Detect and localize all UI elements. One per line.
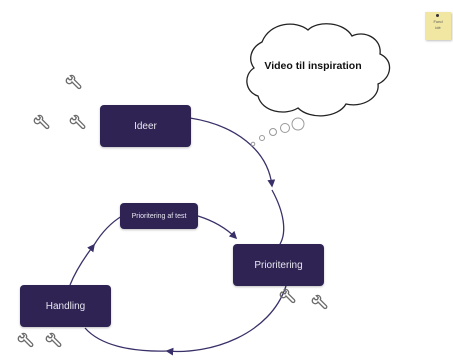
wrench-icon [65, 74, 82, 90]
sticky-note-text: Fund idé [433, 19, 443, 30]
thought-bubble-icon [291, 117, 305, 131]
wrench-icon [17, 332, 34, 348]
arrow-prioritization-to-action [165, 285, 287, 356]
arrow-pilot-to-prioritization [197, 215, 238, 240]
arrow-ring-bottom-left [84, 327, 168, 352]
node-ideas-label: Ideer [134, 120, 157, 132]
node-prioritization-label: Prioritering [254, 259, 303, 271]
node-pilot: Prioritering af test [120, 203, 198, 229]
sticky-note-icon: Fund idé [425, 12, 451, 40]
arrow-ring-top-left [93, 215, 123, 246]
thought-cloud-shape [246, 23, 391, 117]
wrench-icon [311, 294, 328, 310]
thought-cloud-label: Video til inspiration [264, 60, 362, 72]
wrench-icon [45, 332, 62, 348]
wrench-icon [33, 114, 50, 130]
node-pilot-label: Prioritering af test [131, 212, 187, 220]
arrow-ring-right [271, 189, 285, 245]
node-prioritization: Prioritering [233, 244, 324, 286]
node-action: Handling [20, 285, 111, 327]
node-action-label: Handling [45, 300, 86, 312]
arrow-action-to-pilot [69, 243, 95, 286]
wrench-icon [69, 114, 86, 130]
pin-icon [436, 14, 439, 17]
node-ideas: Ideer [100, 105, 191, 147]
arrow-ideas-to-prioritization [189, 117, 276, 188]
